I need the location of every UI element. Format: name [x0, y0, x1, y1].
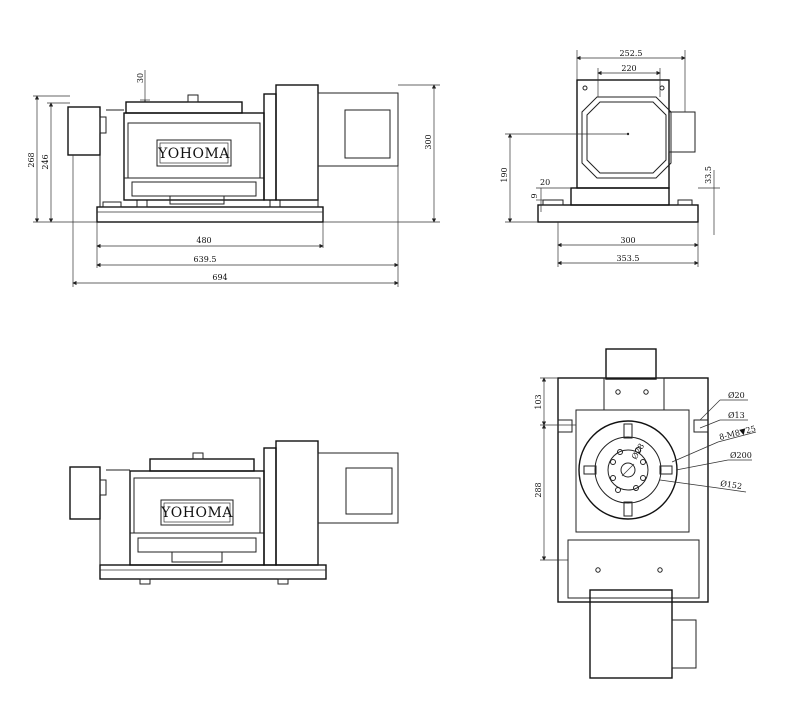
dim-480: 480 — [196, 236, 211, 245]
dim-103: 103 — [534, 394, 543, 409]
dim-246: 246 — [41, 154, 50, 169]
top-view: 103 288 Ø20 Ø13 8-M8▼25 Ø200 Ø152 Ø28 — [534, 348, 757, 679]
dim-300: 300 — [424, 134, 433, 149]
dim-288: 288 — [534, 482, 543, 497]
dim-phi200: Ø200 — [730, 451, 752, 460]
dim-9: 9 — [530, 193, 539, 198]
dim-220: 220 — [621, 64, 636, 73]
front-view: YOHOMA 30 268 246 300 480 639.5 — [27, 70, 440, 287]
dim-252-5: 252.5 — [620, 49, 643, 58]
brand-logo-iso: YOHOMA — [160, 505, 233, 521]
dim-phi20: Ø20 — [728, 391, 745, 400]
dim-phi152: Ø152 — [720, 479, 743, 491]
dim-phi13: Ø13 — [728, 411, 745, 420]
dim-353-5: 353.5 — [617, 254, 640, 263]
dim-300-side: 300 — [620, 236, 635, 245]
iso-view: YOHOMA — [69, 440, 399, 585]
dim-30: 30 — [136, 73, 145, 83]
brand-logo: YOHOMA — [157, 146, 230, 162]
dim-holes: 8-M8▼25 — [718, 424, 756, 442]
dim-268: 268 — [27, 152, 36, 167]
dim-20: 20 — [540, 178, 550, 187]
dim-190: 190 — [500, 167, 509, 182]
dim-694: 694 — [212, 273, 227, 282]
dim-639-5: 639.5 — [194, 255, 217, 264]
side-view: 252.5 220 190 20 9 33.5 300 353.5 — [500, 49, 720, 267]
dim-33-5: 33.5 — [704, 166, 713, 184]
